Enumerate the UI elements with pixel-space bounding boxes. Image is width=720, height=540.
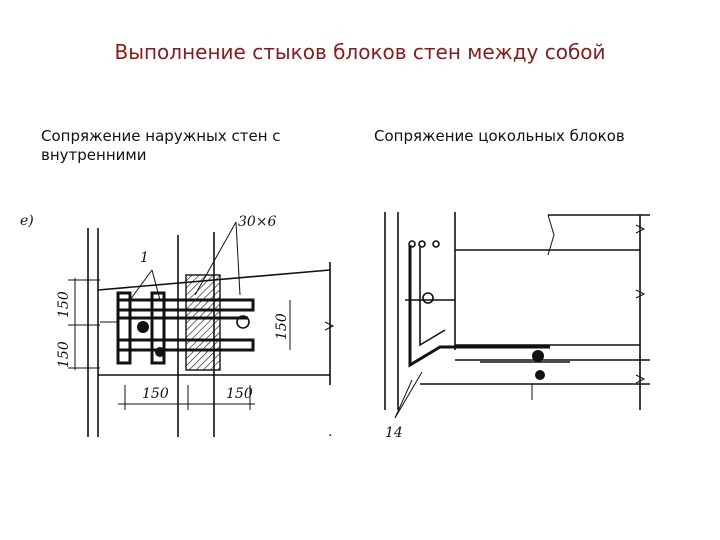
left-caption: Сопряжение наружных стен с внутренними <box>41 127 281 164</box>
leader-14b <box>394 371 423 419</box>
rod-hook-3 <box>432 240 440 248</box>
rod-hook-1 <box>408 240 416 248</box>
dim-left-top: 150 <box>56 291 72 318</box>
hatched-insert <box>185 274 221 371</box>
plinth-joint-drawing: 14 <box>384 212 650 441</box>
panel-letter: е) <box>20 213 34 229</box>
break-mark <box>324 321 335 331</box>
slide-title: Выполнение стыков блоков стен между собо… <box>114 40 606 64</box>
leader-1b <box>151 269 161 301</box>
dim-bottom-left: 150 <box>142 386 169 402</box>
leader-14a <box>394 379 413 419</box>
wall-joint-drawing: е) 1 30×6 <box>20 213 335 440</box>
right-caption: Сопряжение цокольных блоков <box>374 127 625 145</box>
break-marks <box>635 224 646 384</box>
weld-joint-1 <box>532 350 544 362</box>
dim-left-bottom: 150 <box>56 341 72 368</box>
rod-hook-2 <box>418 240 426 248</box>
item-label-14: 14 <box>385 425 403 441</box>
top-break-mark <box>547 214 555 256</box>
anchor-rod-outer <box>408 245 550 368</box>
leader-1a <box>129 269 153 301</box>
dim-bottom-right: 150 <box>226 386 253 402</box>
leader-plate-a <box>194 221 237 296</box>
weld-point-left <box>137 321 149 333</box>
weld-point-bottom <box>155 347 165 357</box>
plate-top <box>118 298 255 312</box>
plate-bottom <box>118 338 255 352</box>
weld-point-right <box>236 315 250 329</box>
weld-joint-2 <box>535 370 545 380</box>
anchor-rod-inner <box>419 245 446 347</box>
dot-mark: . <box>328 424 332 440</box>
dim-right: 150 <box>274 313 290 340</box>
item-label-1: 1 <box>140 250 149 266</box>
plate-label: 30×6 <box>238 214 277 230</box>
bracket-left <box>116 291 132 365</box>
leader-plate-b <box>235 221 241 296</box>
weld-upper <box>422 292 434 304</box>
